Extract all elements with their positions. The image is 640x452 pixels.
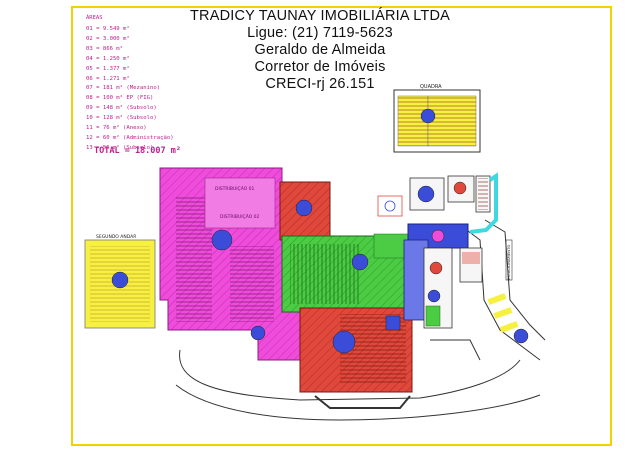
quadra-inset: QUADRA xyxy=(393,84,481,153)
agent-name: Geraldo de Almeida xyxy=(254,42,386,58)
zone-red-lower xyxy=(299,307,413,393)
legend-total: TOTAL = 18.007 m² xyxy=(94,146,181,156)
legend-row: 11 = 76 m² (Anexo) xyxy=(86,125,147,132)
phone-line: Ligue: (21) 7119-5623 xyxy=(247,25,393,41)
zone-red-upper xyxy=(279,181,331,241)
distribution-label-1: DISTRIBUIÇÃO 01 xyxy=(215,185,255,192)
zone-blue xyxy=(403,223,483,329)
quadra-label: QUADRA xyxy=(420,84,442,90)
legend-row: 06 = 1.271 m² xyxy=(86,75,130,82)
segundo-andar-block: SEGUNDO ANDAR xyxy=(84,234,156,329)
legend-row: 12 = 60 m² (Administração) xyxy=(86,134,174,141)
legend-row: 01 = 9.549 m² xyxy=(86,26,130,32)
zone-magenta: DISTRIBUIÇÃO 01 DISTRIBUIÇÃO 02 xyxy=(159,167,301,361)
legend-row: 10 = 128 m² (Subsolo) xyxy=(86,115,157,122)
legend-row: 13 = 56 m² (Subsolo) xyxy=(86,144,154,151)
legend-row: 07 = 181 m² (Mezanino) xyxy=(86,85,161,92)
distribution-label-2: DISTRIBUIÇÃO 02 xyxy=(220,213,260,220)
zone-northeast xyxy=(377,172,498,234)
legend-row: 04 = 1.250 m² xyxy=(86,55,130,62)
agent-role: Corretor de Imóveis xyxy=(254,59,386,75)
creci-number: CRECI-rj 26.151 xyxy=(265,76,375,92)
legend-title: ÁREAS xyxy=(86,15,103,21)
legend-row: 09 = 148 m² (Subsolo) xyxy=(86,105,157,112)
parking-vertical-label: ESTACIONAMENTO xyxy=(506,245,511,280)
company-name: TRADICY TAUNAY IMOBILIÁRIA LTDA xyxy=(189,8,450,24)
legend-row: 03 = 866 m² xyxy=(86,45,124,52)
parking-southeast: ESTACIONAMENTO xyxy=(487,239,529,344)
segundo-andar-label: SEGUNDO ANDAR xyxy=(96,234,136,240)
area-legend: ÁREAS 01 = 9.549 m² 02 = 3.000 m² 03 = 8… xyxy=(86,15,206,156)
legend-row: 02 = 3.000 m² xyxy=(86,35,130,42)
zone-green xyxy=(281,233,423,313)
legend-row: 05 = 1.377 m² xyxy=(86,65,130,72)
legend-row: 08 = 100 m² EP (FIG) xyxy=(86,95,154,102)
site-roads xyxy=(175,219,546,421)
